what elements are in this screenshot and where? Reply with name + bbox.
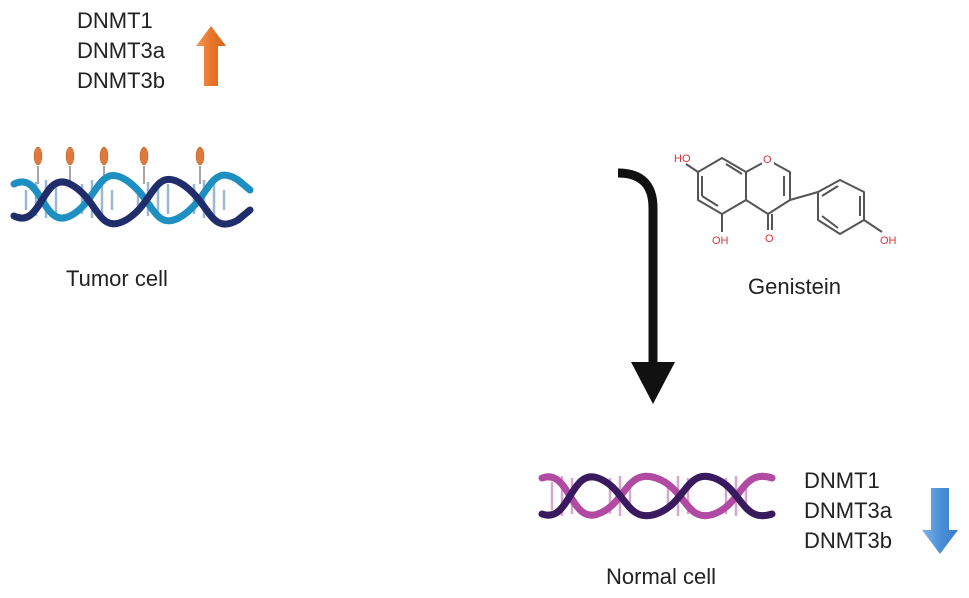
genistein-label: Genistein	[748, 274, 841, 299]
atom-oh-bottom: OH	[712, 235, 729, 247]
tumor-gene-dnmt1: DNMT1	[77, 8, 153, 33]
normal-gene-dnmt3b: DNMT3b	[804, 528, 893, 553]
normal-cell-label: Normal cell	[606, 564, 717, 589]
atom-oh-right: OH	[880, 235, 897, 247]
down-arrow-icon	[922, 488, 958, 554]
tumor-cell-label: Tumor cell	[66, 266, 168, 291]
tumor-dna-helix	[10, 146, 254, 228]
atom-ho-left: HO	[674, 153, 691, 165]
atom-o-ketone: O	[765, 233, 774, 245]
normal-dna-helix	[538, 472, 776, 520]
normal-gene-dnmt1: DNMT1	[804, 468, 880, 493]
up-arrow-icon	[196, 26, 226, 86]
tumor-gene-list: DNMT1 DNMT3a DNMT3b	[77, 6, 165, 96]
atom-o-ring: O	[763, 154, 772, 166]
tumor-gene-dnmt3a: DNMT3a	[77, 38, 166, 63]
normal-gene-list: DNMT1 DNMT3a DNMT3b	[804, 466, 892, 556]
genistein-structure: HO O OH O OH	[674, 153, 897, 247]
process-arrow	[398, 168, 675, 404]
tumor-gene-dnmt3b: DNMT3b	[77, 68, 166, 93]
normal-gene-dnmt3a: DNMT3a	[804, 498, 893, 523]
methyl-marks	[33, 146, 205, 184]
